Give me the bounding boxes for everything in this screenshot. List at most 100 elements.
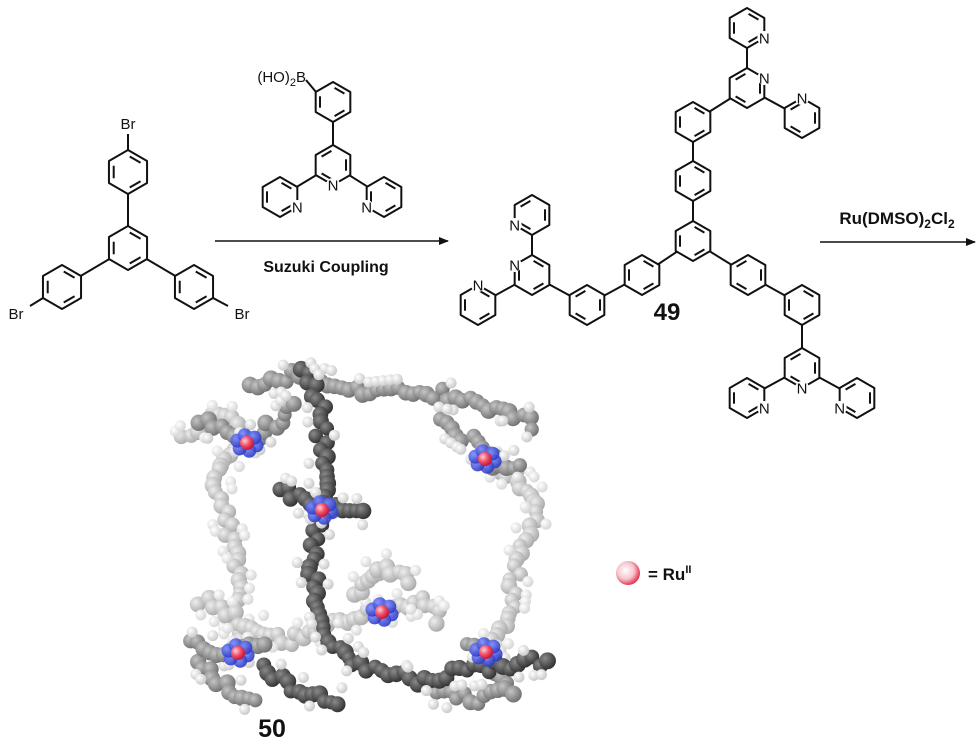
bromine-label-top: Br bbox=[121, 116, 136, 133]
hydrogen-atom bbox=[496, 478, 508, 490]
benzene-ring bbox=[107, 225, 149, 271]
hydrogen-atom bbox=[519, 602, 531, 614]
hydrogen-atom bbox=[445, 377, 457, 389]
ru-reagent-label: Ru(DMSO)2Cl2 bbox=[839, 209, 955, 231]
hydrogen-atom bbox=[354, 373, 366, 385]
pyridine-ring: N bbox=[261, 176, 305, 218]
hydrogen-atom bbox=[511, 471, 523, 483]
hydrogen-atom bbox=[208, 616, 220, 628]
hydrogen-atom bbox=[522, 576, 534, 588]
hydrogen-atom bbox=[310, 631, 322, 643]
hydrogen-atom bbox=[528, 471, 540, 483]
hydrogen-atom bbox=[292, 617, 304, 629]
hydrogen-atom bbox=[336, 682, 348, 694]
hydrogen-atom bbox=[332, 617, 344, 629]
carbon-atom bbox=[329, 696, 346, 713]
hydrogen-atom bbox=[503, 544, 515, 556]
hydrogen-atom bbox=[211, 445, 223, 457]
carbon-atom bbox=[308, 428, 323, 444]
hydrogen-atom bbox=[202, 432, 214, 444]
carbon-atom bbox=[285, 395, 302, 412]
hydrogen-atom bbox=[174, 420, 186, 432]
carbon-atom bbox=[227, 604, 244, 621]
hydrogen-atom bbox=[498, 450, 510, 462]
hydrogen-atom bbox=[360, 556, 372, 568]
hydrogen-atom bbox=[301, 402, 313, 414]
hydrogen-atom bbox=[195, 673, 207, 685]
hydrogen-atom bbox=[222, 622, 234, 634]
hydrogen-atom bbox=[402, 661, 414, 673]
cage-space-filling-model bbox=[169, 357, 556, 715]
hydrogen-atom bbox=[441, 702, 453, 714]
hydrogen-atom bbox=[438, 600, 450, 612]
hydrogen-atom bbox=[456, 679, 468, 691]
hydrogen-atom bbox=[513, 671, 525, 683]
carbon-atom bbox=[504, 685, 522, 703]
hydrogen-atom bbox=[433, 401, 445, 413]
hydrogen-atom bbox=[245, 419, 257, 431]
hydrogen-atom bbox=[235, 674, 247, 686]
carbon-atom bbox=[248, 693, 263, 708]
hydrogen-atom bbox=[280, 390, 292, 402]
hydrogen-atom bbox=[297, 671, 309, 683]
hydrogen-atom bbox=[303, 477, 315, 489]
hydrogen-atom bbox=[410, 564, 422, 576]
hydrogen-atom bbox=[292, 507, 304, 519]
carbon-atom bbox=[512, 458, 527, 473]
hydrogen-atom bbox=[536, 481, 548, 493]
hydrogen-atom bbox=[337, 492, 349, 504]
hydrogen-atom bbox=[508, 444, 520, 456]
hydrogen-atom bbox=[441, 403, 453, 415]
hydrogen-atom bbox=[313, 369, 325, 381]
hydrogen-atom bbox=[265, 436, 277, 448]
hydrogen-atom bbox=[316, 644, 328, 656]
hydrogen-atom bbox=[455, 443, 467, 455]
hydrogen-atom bbox=[357, 519, 369, 531]
hydrogen-atom bbox=[233, 460, 245, 472]
nitrogen-label: N bbox=[834, 401, 845, 418]
hydrogen-atom bbox=[318, 558, 330, 570]
hydrogen-atom bbox=[286, 475, 298, 487]
nitrogen-label: N bbox=[797, 381, 808, 398]
benzene-ring bbox=[41, 264, 83, 310]
hydrogen-atom bbox=[358, 647, 370, 659]
carbon-atom bbox=[256, 636, 273, 653]
nitrogen-label: N bbox=[759, 401, 770, 418]
ruthenium-atom bbox=[478, 452, 492, 466]
hydrogen-atom bbox=[195, 609, 207, 621]
carbon-atom bbox=[400, 575, 417, 592]
hydrogen-atom bbox=[245, 569, 257, 581]
hydrogen-atom bbox=[221, 552, 233, 564]
nitrogen-label: N bbox=[509, 258, 520, 275]
benzene-ring bbox=[674, 160, 712, 202]
hydrogen-atom bbox=[328, 429, 340, 441]
pyridine-ring: N bbox=[728, 7, 772, 49]
pyridine-ring: N bbox=[507, 194, 551, 236]
hydrogen-atom bbox=[521, 431, 533, 443]
hydrogen-atom bbox=[291, 557, 303, 569]
hydrogen-atom bbox=[244, 582, 256, 594]
benzene-ring bbox=[674, 101, 712, 143]
nitrogen-label: N bbox=[361, 200, 372, 217]
pyridine-ring: N bbox=[459, 278, 497, 326]
nitrogen-label: N bbox=[797, 91, 808, 108]
pyridine-ring: N bbox=[783, 91, 821, 139]
ruthenium-atom bbox=[315, 503, 329, 517]
hydrogen-atom bbox=[391, 373, 403, 385]
legend-ru-label: = RuII bbox=[648, 564, 691, 584]
nitrogen-label: N bbox=[759, 31, 770, 48]
hydrogen-atom bbox=[303, 457, 315, 469]
ruthenium-atom bbox=[240, 436, 254, 450]
hydrogen-atom bbox=[420, 685, 432, 697]
hydrogen-atom bbox=[239, 529, 251, 541]
pyridine-ring: N bbox=[832, 377, 876, 419]
ruthenium-atom bbox=[479, 645, 493, 659]
benzene-ring bbox=[623, 254, 661, 296]
carbon-atom bbox=[523, 409, 539, 426]
hydrogen-atom bbox=[277, 359, 289, 371]
ruthenium-atom bbox=[375, 605, 389, 619]
hydrogen-atom bbox=[428, 698, 440, 710]
carbon-atom bbox=[355, 502, 372, 520]
bromine-label-right: Br bbox=[235, 306, 250, 323]
